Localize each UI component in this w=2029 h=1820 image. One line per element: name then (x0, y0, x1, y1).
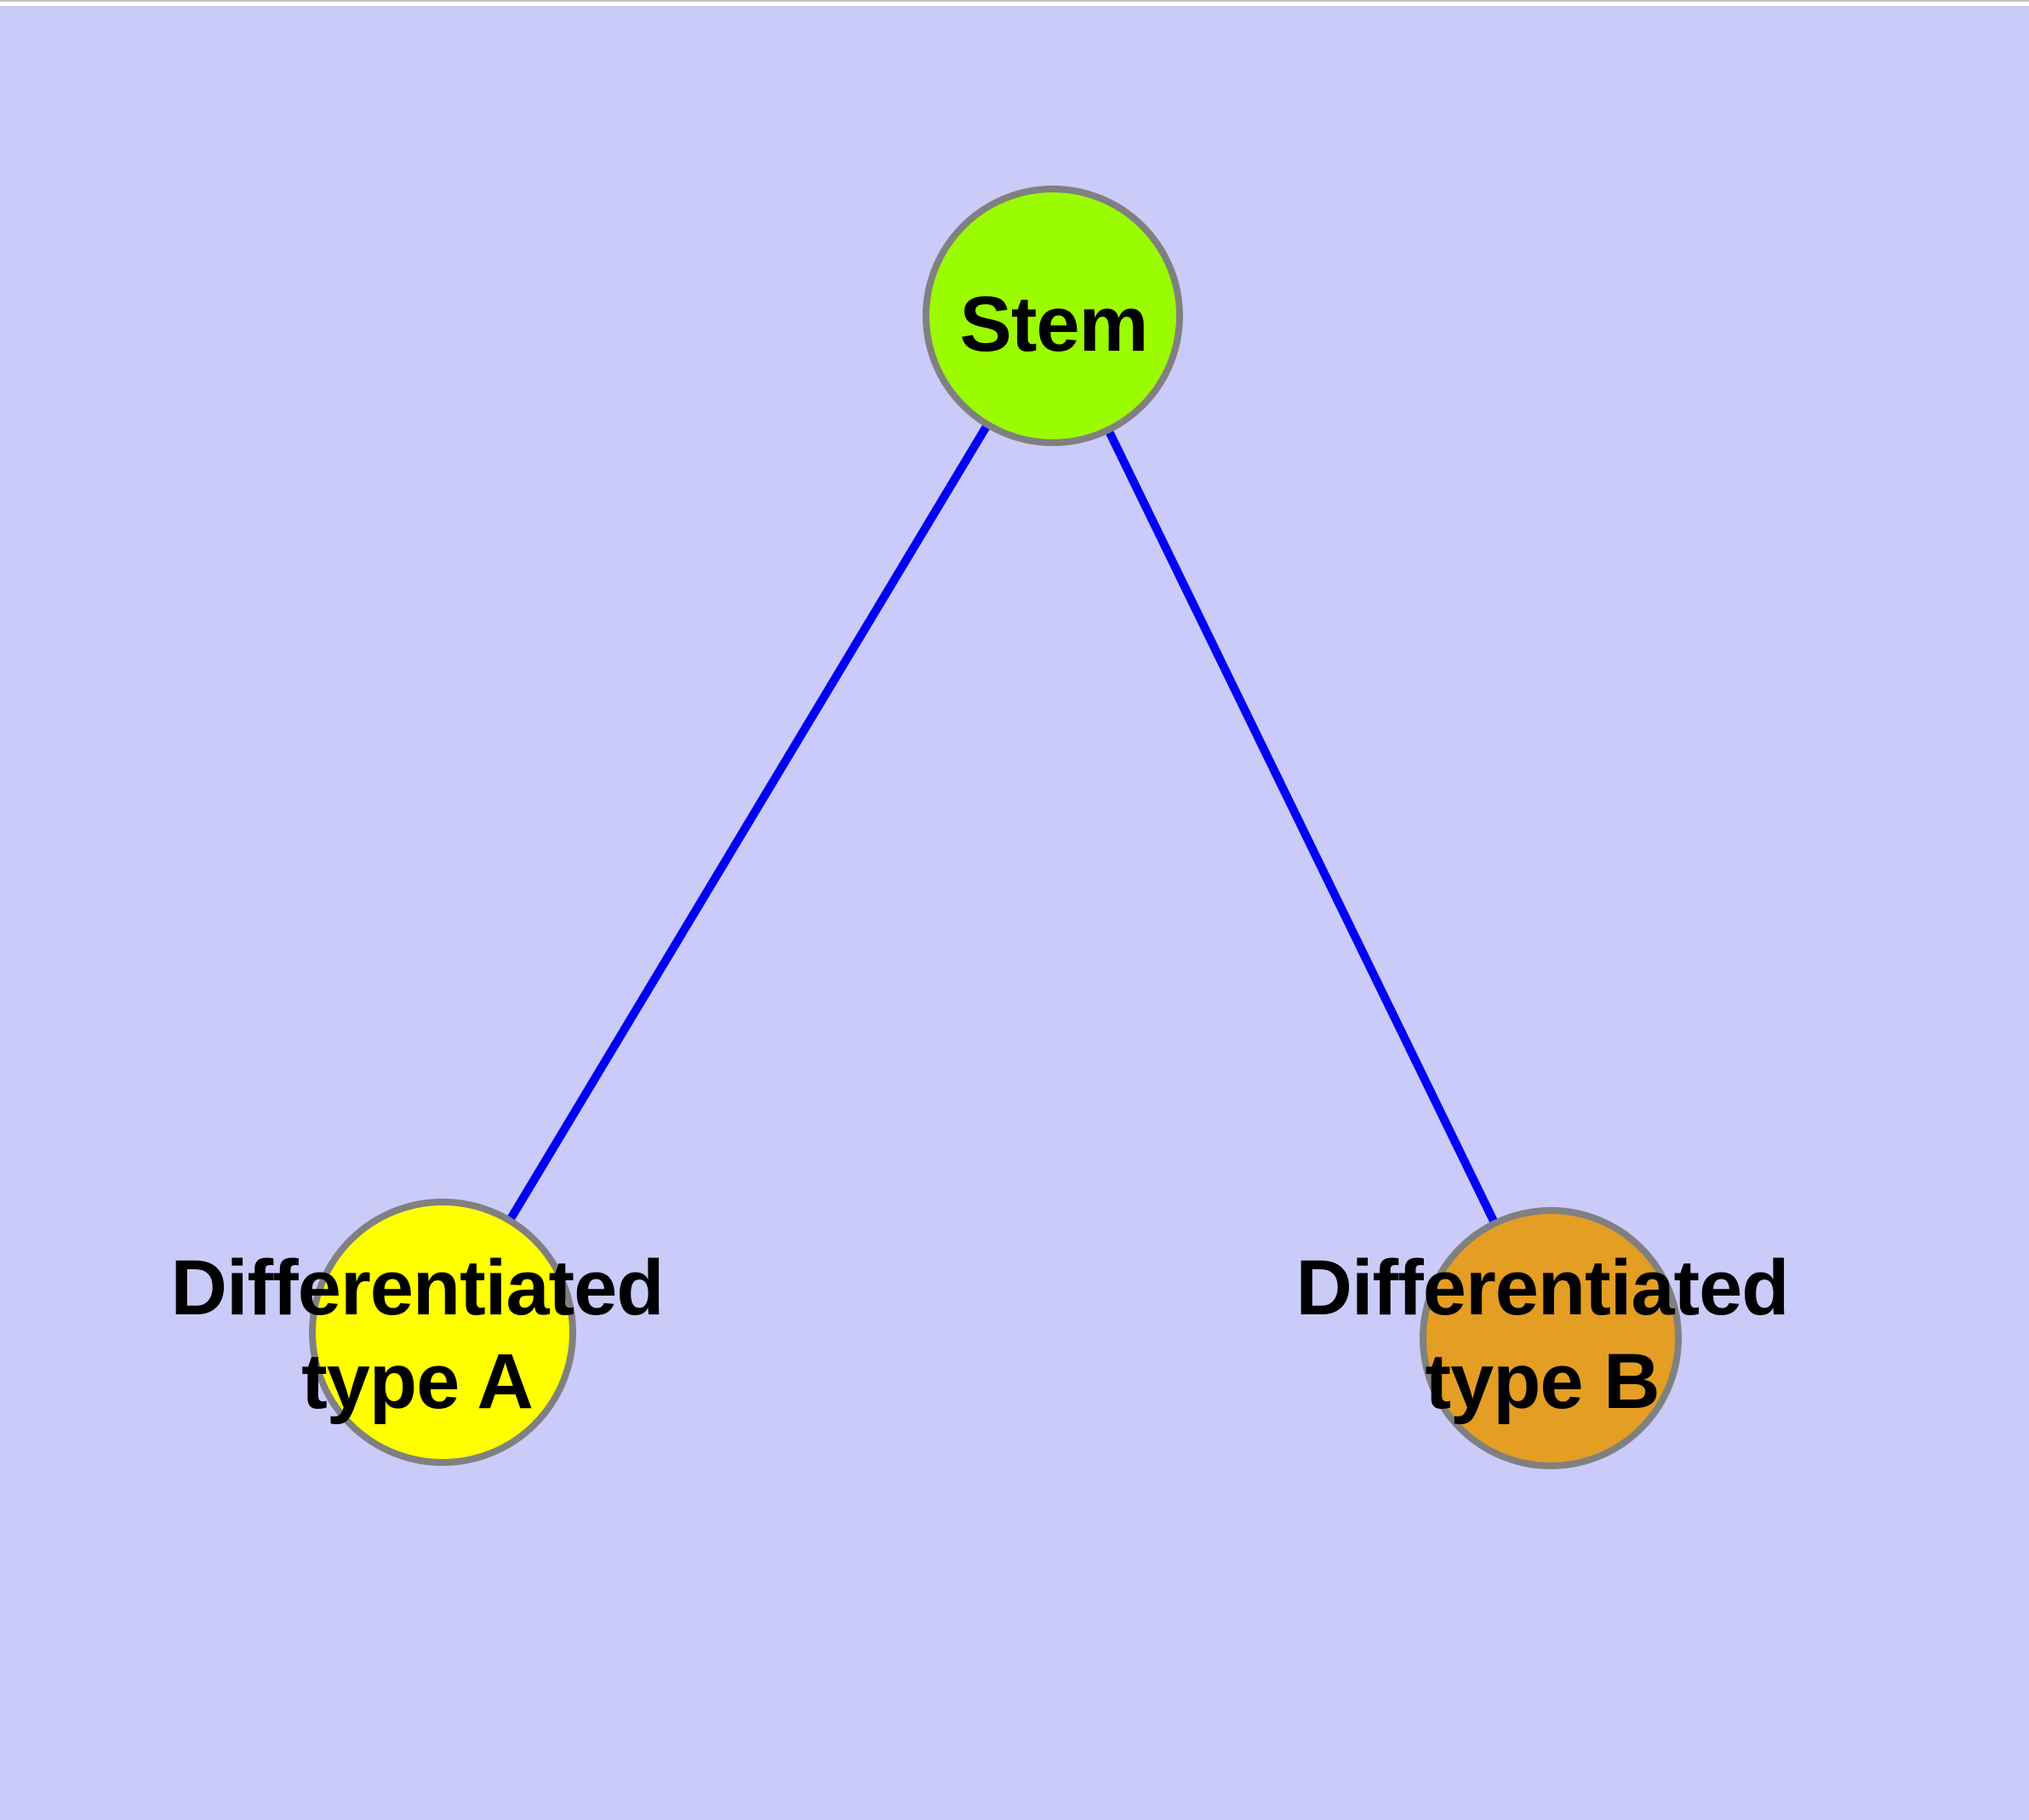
top-edge-hairline (0, 0, 2029, 2)
edge-stem-to-type-a (438, 313, 1057, 1335)
edge-stem-to-type-b (1049, 313, 1555, 1341)
node-type-a-circle (309, 1199, 576, 1466)
node-stem-circle (923, 186, 1183, 446)
node-type-b-circle (1420, 1207, 1682, 1469)
